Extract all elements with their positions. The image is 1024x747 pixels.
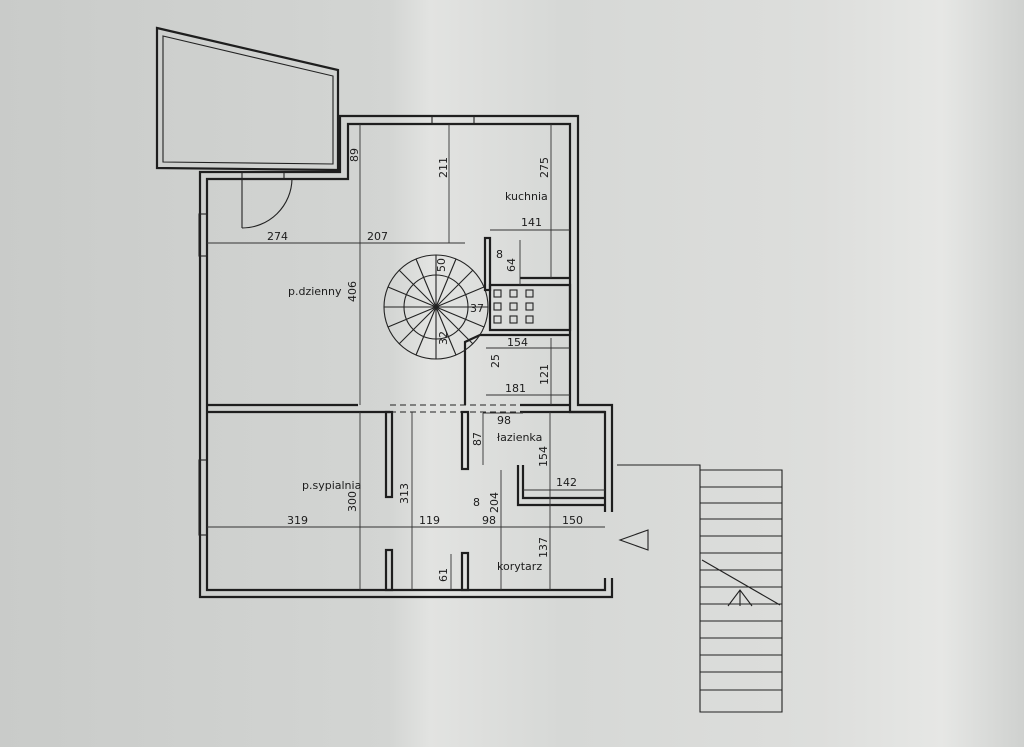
chimney-vents <box>493 289 534 324</box>
dim-label: 25 <box>489 354 502 368</box>
entry-door <box>241 178 293 229</box>
room-label-bathroom: łazienka <box>497 431 542 444</box>
dim-label: 137 <box>537 537 550 558</box>
dim-label: 300 <box>346 491 359 512</box>
dim-label: 61 <box>437 568 450 582</box>
dimension-lines <box>207 124 605 590</box>
dim-label: 207 <box>367 230 388 243</box>
dim-label: 64 <box>505 258 518 272</box>
room-label-living-room: p.dzienny <box>288 285 342 298</box>
spiral-staircase <box>383 254 489 360</box>
dim-label: 274 <box>267 230 288 243</box>
room-label-corridor: korytarz <box>497 560 542 573</box>
dim-label: 87 <box>471 432 484 446</box>
dim-label: 211 <box>437 157 450 178</box>
room-label-kitchen: kuchnia <box>505 190 548 203</box>
dim-label: 98 <box>497 414 511 427</box>
dim-label: 150 <box>562 514 583 527</box>
dim-label: 142 <box>556 476 577 489</box>
dim-label: 275 <box>538 157 551 178</box>
dim-label: 319 <box>287 514 308 527</box>
dim-label: 141 <box>521 216 542 229</box>
dim-label: 204 <box>488 492 501 513</box>
dim-label: 313 <box>398 483 411 504</box>
dim-label: 8 <box>473 496 480 509</box>
dim-label: 406 <box>346 281 359 302</box>
room-labels: kuchnia p.dzienny łazienka p.sypialnia k… <box>288 190 548 573</box>
exterior-stairs <box>617 464 783 713</box>
room-label-bedroom: p.sypialnia <box>302 479 361 492</box>
dim-label: 89 <box>348 148 361 162</box>
dim-label: 32 <box>437 331 450 345</box>
dim-label: 181 <box>505 382 526 395</box>
dim-label: 121 <box>538 364 551 385</box>
balcony <box>155 26 340 172</box>
dimension-labels: 89 211 275 141 274 207 8 64 406 50 37 32… <box>267 148 583 582</box>
dim-label: 37 <box>470 302 484 315</box>
windows <box>198 115 475 536</box>
dim-label: 50 <box>435 258 448 272</box>
dim-label: 154 <box>507 336 528 349</box>
entrance-arrow-icon <box>618 529 649 551</box>
dim-label: 98 <box>482 514 496 527</box>
dim-label: 8 <box>496 248 503 261</box>
dim-label: 119 <box>419 514 440 527</box>
dim-label: 154 <box>537 446 550 467</box>
